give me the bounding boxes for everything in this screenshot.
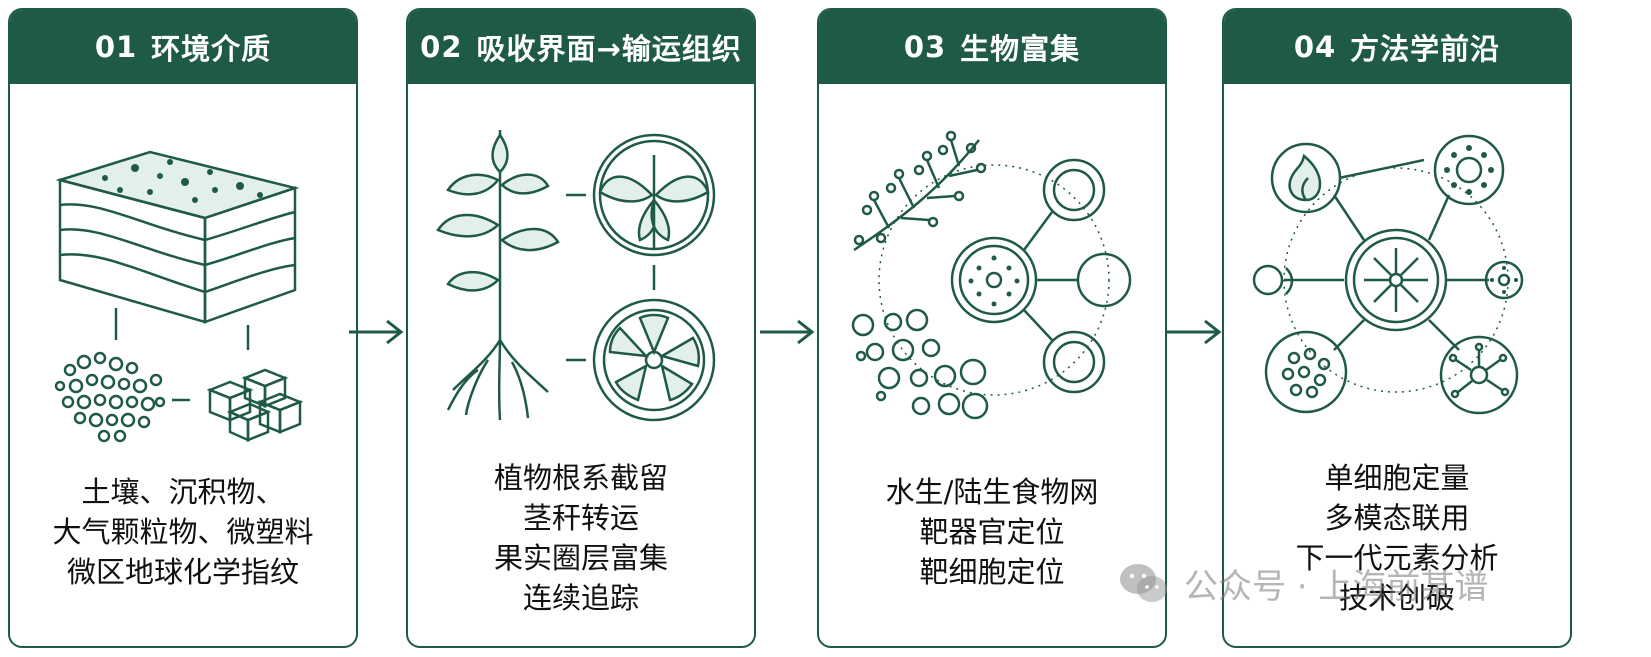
arrow-right-icon xyxy=(1167,319,1222,345)
panel-number: 01 xyxy=(94,30,138,64)
panel-description: 单细胞定量 多模态联用 下一代元素分析 技术创破 xyxy=(1224,458,1570,618)
panel-header: 03 生物富集 xyxy=(819,10,1165,84)
description-line: 果实圈层富集 xyxy=(493,541,668,575)
description-line: 微区地球化学指纹 xyxy=(66,555,299,589)
arrow-right-icon xyxy=(760,319,815,345)
panel-number: 04 xyxy=(1293,30,1337,64)
panel-title: 吸收界面→输运组织 xyxy=(476,32,742,66)
plant-with-roots-icon xyxy=(436,130,716,422)
description-line: 技术创破 xyxy=(1338,581,1455,615)
panel-absorption-transport: 02 吸收界面→输运组织 xyxy=(406,8,756,648)
fruit-cross-section-icon xyxy=(608,313,701,402)
panel-title: 环境介质 xyxy=(151,32,272,66)
arrow-right-icon xyxy=(349,319,404,345)
central-cell-icon xyxy=(968,255,1020,307)
description-line: 水生/陆生食物网 xyxy=(885,475,1099,509)
panel-bioaccumulation: 03 生物富集 xyxy=(817,8,1167,648)
description-line: 植物根系截留 xyxy=(493,461,668,495)
panel-number: 02 xyxy=(420,30,463,64)
description-line: 靶细胞定位 xyxy=(919,555,1065,589)
panel-title: 生物富集 xyxy=(960,32,1081,66)
network-icon xyxy=(1252,134,1524,415)
microplastic-cubes-icon xyxy=(206,368,304,442)
panel-description: 水生/陆生食物网 靶器官定位 靶细胞定位 xyxy=(819,472,1165,592)
description-line: 单细胞定量 xyxy=(1324,461,1470,495)
single-cell-hub-icon xyxy=(1364,248,1428,312)
panel-description: 植物根系截留 茎秆转运 果实圈层富集 连续追踪 xyxy=(408,458,754,618)
panel-header: 01 环境介质 xyxy=(10,10,356,84)
panel-title: 方法学前沿 xyxy=(1350,32,1501,66)
panel-number: 03 xyxy=(903,30,947,64)
description-line: 茎秆转运 xyxy=(522,501,639,535)
panel-header: 04 方法学前沿 xyxy=(1224,10,1570,84)
layered-soil-block-icon xyxy=(55,150,300,350)
description-line: 靶器官定位 xyxy=(919,515,1065,549)
flame-icon xyxy=(1288,153,1322,202)
leaf-closeup-icon xyxy=(598,155,710,250)
particle-cluster-icon xyxy=(54,351,304,443)
description-line: 下一代元素分析 xyxy=(1295,541,1499,575)
description-line: 连续追踪 xyxy=(522,581,639,615)
panel-description: 土壤、沉积物、 大气颗粒物、微塑料 微区地球化学指纹 xyxy=(10,472,356,592)
panel-header: 02 吸收界面→输运组织 xyxy=(408,10,754,84)
panel-environment-media: 01 环境介质 xyxy=(8,8,358,648)
description-line: 土壤、沉积物、 xyxy=(81,475,285,509)
branch-icon xyxy=(853,130,987,252)
cell-cluster-icon xyxy=(851,130,1132,420)
description-line: 多模态联用 xyxy=(1324,501,1470,535)
description-line: 大气颗粒物、微塑料 xyxy=(52,515,314,549)
panel-methodology-frontier: 04 方法学前沿 xyxy=(1222,8,1572,648)
